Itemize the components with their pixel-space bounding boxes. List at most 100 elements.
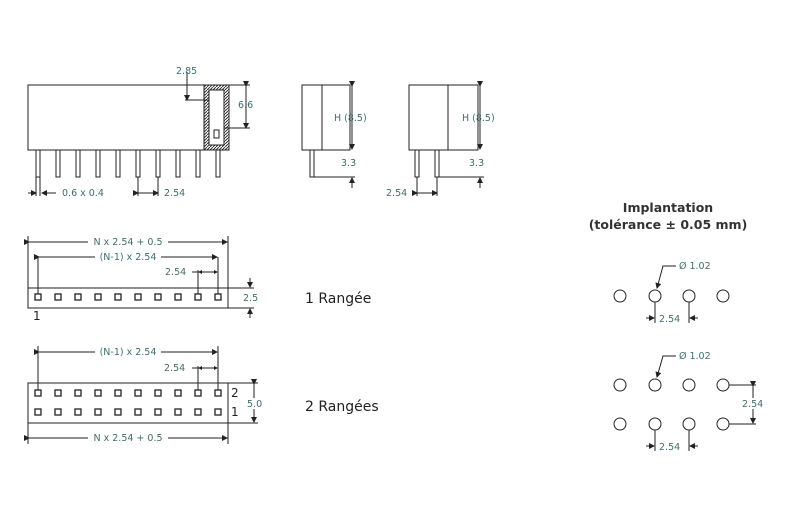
- dim-span: (N-1) x 2.54: [100, 347, 157, 358]
- contact-square: [54, 389, 62, 397]
- side-view-2row: H (8.5) 3.3 2.54: [386, 81, 495, 199]
- contact-square: [74, 408, 82, 416]
- contact-square: [114, 293, 122, 301]
- hole-dim: Ø 1.02: [679, 261, 711, 272]
- dim-2-85: 2.85: [176, 66, 197, 77]
- pin: [434, 149, 440, 178]
- contact-square: [114, 389, 122, 397]
- label-bg: [246, 398, 262, 409]
- contact-square: [114, 408, 122, 416]
- implantation-tolerance: (tolérance ± 0.05 mm): [589, 217, 748, 232]
- hole: [716, 417, 730, 431]
- contact-square: [54, 293, 62, 301]
- contact-window: [213, 129, 220, 139]
- pins: [35, 149, 221, 178]
- label-bg: [88, 236, 168, 248]
- top-view-2row: (N-1) x 2.54 2.54 2 1 5.0 N x 2.54 + 0.5…: [24, 346, 379, 444]
- dim-6-6: 6.6: [238, 100, 253, 111]
- dim-span: (N-1) x 2.54: [100, 252, 157, 263]
- contact-square: [154, 293, 162, 301]
- contact-square: [214, 389, 222, 397]
- leader-line: [655, 265, 676, 289]
- holes: [613, 289, 730, 431]
- dim-total: N x 2.54 + 0.5: [93, 237, 162, 248]
- dim-h: H (8.5): [334, 113, 367, 124]
- implantation: Implantation (tolérance ± 0.05 mm) Ø 1.0…: [589, 200, 765, 453]
- contact-square: [174, 408, 182, 416]
- contact-square: [174, 389, 182, 397]
- contact-square: [154, 389, 162, 397]
- side-view-1row: H (8.5) 3.3: [301, 81, 367, 188]
- pin: [309, 149, 315, 178]
- dim-3-3: 3.3: [469, 158, 484, 169]
- hole: [716, 289, 730, 303]
- contacts: [34, 293, 222, 301]
- hole: [682, 289, 696, 303]
- dim-width: 5.0: [247, 399, 262, 410]
- pin: [215, 149, 221, 178]
- dim-pin-size: 0.6 x 0.4: [62, 188, 104, 199]
- title-2-rangees: 2 Rangées: [305, 399, 379, 415]
- top-view-1row: N x 2.54 + 0.5 (N-1) x 2.54 2.54 2.5 1 1…: [24, 236, 371, 323]
- dim-pitch: 2.54: [386, 188, 407, 199]
- row-pitch: 2.54: [742, 399, 763, 410]
- hole-pitch: 2.54: [659, 442, 680, 453]
- label-bg: [741, 398, 765, 409]
- contact-square: [94, 389, 102, 397]
- front-view: 2.85 6.6 0.6 x 0.4 2.54: [27, 66, 253, 199]
- label-bg: [88, 432, 168, 444]
- dim-3-3: 3.3: [341, 158, 356, 169]
- implantation-title: Implantation: [623, 200, 713, 215]
- contact-square: [134, 408, 142, 416]
- pin1-label: 1: [33, 309, 41, 323]
- contact-square: [34, 408, 42, 416]
- contact-square: [94, 293, 102, 301]
- dim-total: N x 2.54 + 0.5: [93, 433, 162, 444]
- label-bg: [95, 251, 161, 263]
- hole: [613, 417, 627, 431]
- contact-square: [134, 293, 142, 301]
- hole: [648, 289, 662, 303]
- housing-top: [27, 287, 229, 309]
- dim-width: 2.5: [243, 293, 258, 304]
- housing-top: [27, 382, 229, 424]
- contact-square: [214, 408, 222, 416]
- dim-pitch: 2.54: [165, 267, 186, 278]
- label-bg: [95, 346, 161, 358]
- contact-square: [194, 389, 202, 397]
- contact-square: [74, 389, 82, 397]
- pin: [414, 149, 420, 178]
- contact-square: [194, 293, 202, 301]
- contact-square: [34, 389, 42, 397]
- contacts: [34, 389, 222, 416]
- contact-square: [34, 293, 42, 301]
- pin: [155, 149, 161, 178]
- hole: [682, 417, 696, 431]
- dim-pitch: 2.54: [164, 188, 185, 199]
- contact-square: [134, 389, 142, 397]
- contact-square: [94, 408, 102, 416]
- contact-square: [154, 408, 162, 416]
- pin: [75, 149, 81, 178]
- hole: [648, 417, 662, 431]
- contact-square: [194, 408, 202, 416]
- hole-dim: Ø 1.02: [679, 351, 711, 362]
- contact-square: [74, 293, 82, 301]
- hole: [613, 378, 627, 392]
- contact-square: [174, 293, 182, 301]
- dim-arrows: [198, 366, 218, 370]
- contact-square: [214, 293, 222, 301]
- row1-label: 1: [231, 405, 239, 419]
- dim-arrows: [198, 270, 218, 274]
- hole-pitch: 2.54: [659, 314, 680, 325]
- pin: [35, 149, 41, 178]
- hole: [682, 378, 696, 392]
- pin: [135, 149, 141, 178]
- contact-square: [54, 408, 62, 416]
- housing-body: [27, 84, 230, 151]
- dim-h: H (8.5): [462, 113, 495, 124]
- pin: [95, 149, 101, 178]
- row2-label: 2: [231, 386, 239, 400]
